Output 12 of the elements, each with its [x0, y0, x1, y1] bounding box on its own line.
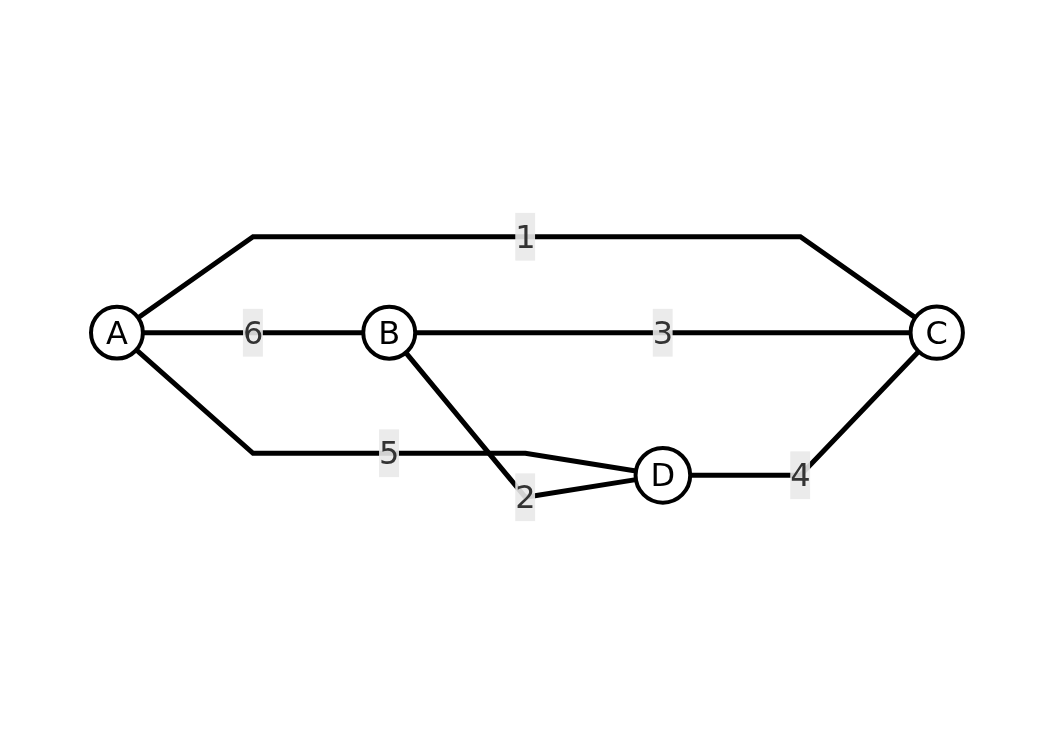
node-circle: A [88, 304, 145, 361]
connector [136, 234, 917, 320]
edge-label: 1 [514, 217, 536, 256]
edge-label: 2 [514, 478, 536, 517]
edge-label: 4 [789, 456, 811, 495]
edge-label: 6 [242, 313, 263, 352]
edge-label: 3 [652, 313, 673, 352]
connector [142, 330, 363, 336]
node-circle: D [633, 446, 692, 505]
node-circle: B [360, 304, 417, 361]
edge-label: 5 [378, 434, 399, 473]
node-circle: C [908, 304, 965, 361]
